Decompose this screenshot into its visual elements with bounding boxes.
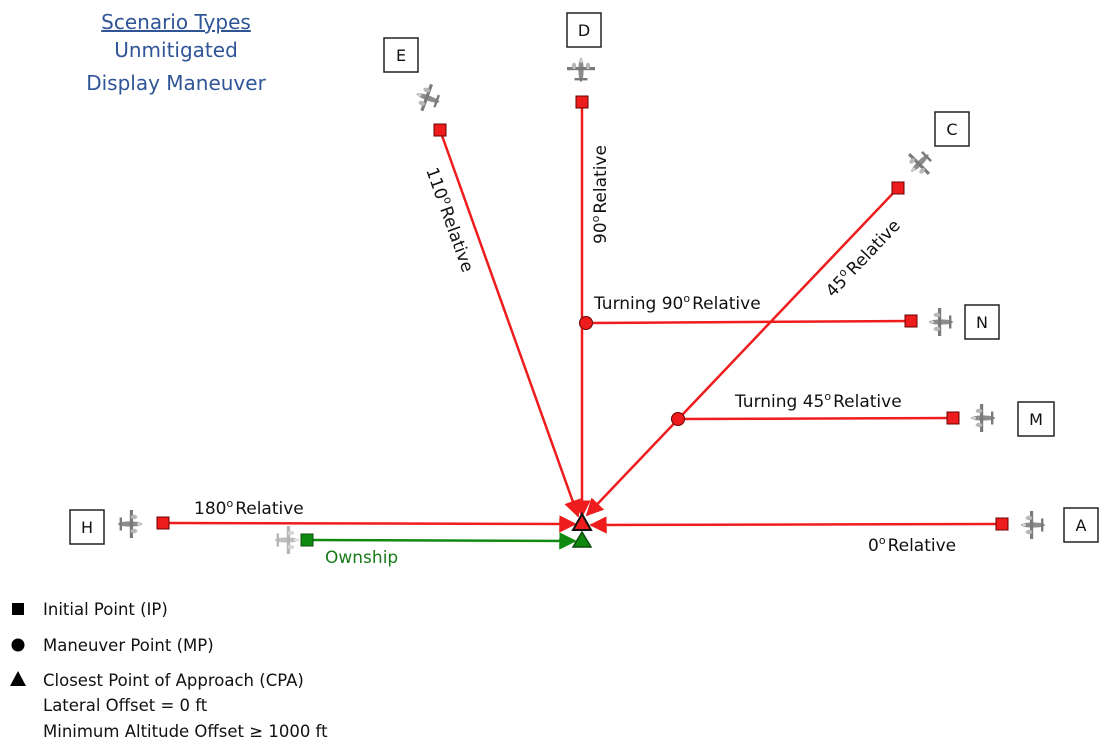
path-45-relative [585,187,899,517]
label-45-suffix: Relative [843,216,905,280]
label-turning-45-suffix: Relative [833,392,902,412]
scenario-box-e: E [383,37,419,73]
aircraft-m-icon [971,404,995,432]
label-90-relative: 90oRelative [589,145,611,244]
label-turning-45-degree: o [824,390,831,403]
initial-point-d [575,95,589,109]
scenario-id-a: A [1076,516,1087,535]
path-turning-90-leg [585,319,912,325]
label-180-degree: o [226,497,233,510]
label-0-suffix: Relative [888,536,957,556]
initial-point-e [433,123,447,137]
label-110-relative: 110oRelative [421,164,479,275]
label-turning-90-degree: o [683,292,690,305]
label-turning-90-suffix: Relative [692,294,761,314]
title-line-2: Unmitigated [114,38,238,62]
ownship-initial-point [300,533,314,547]
label-180-prefix: 180 [194,499,226,519]
aircraft-n-icon [929,308,953,336]
initial-point-c [891,181,905,195]
scenario-box-h: H [69,509,105,545]
scenario-id-n: N [976,313,988,332]
scenario-id-e: E [396,46,406,65]
aircraft-e-icon [411,80,445,116]
ownship-aircraft-icon [275,526,299,554]
label-90-suffix: Relative [591,145,611,214]
scenario-id-d: D [578,21,590,40]
scenario-id-h: H [81,518,93,537]
legend-lateral-offset: Lateral Offset = 0 ft [43,696,208,715]
label-90-degree: o [589,215,602,222]
cpa-ownship-triangle [571,530,593,548]
aircraft-c-icon [901,144,939,182]
path-0-relative [589,516,1003,534]
initial-point-h [156,516,170,530]
scenario-box-c: C [934,111,970,147]
ownship-label: Ownship [325,548,398,568]
label-turning-45-prefix: Turning 45 [734,392,824,412]
label-0-degree: o [879,534,886,547]
ownship-path [306,532,577,550]
scenario-id-m: M [1029,410,1043,429]
legend-altitude-offset: Minimum Altitude Offset ≥ 1000 ft [43,722,328,741]
initial-point-m [946,411,960,425]
label-45-relative: 45oRelative [821,215,905,302]
path-110-relative [438,129,581,518]
legend-maneuver-point: Maneuver Point (MP) [43,636,214,655]
scenario-box-n: N [964,304,1000,340]
scenario-id-c: C [946,120,957,139]
maneuver-point-m [671,412,685,426]
path-180-relative [162,515,577,533]
legend-square-icon [12,603,24,615]
label-0-prefix: 0 [868,536,879,556]
maneuver-point-n [579,316,593,330]
title-line-1: Scenario Types [101,10,251,34]
aircraft-h-icon [118,510,142,538]
cpa-intruder-triangle [571,511,593,531]
initial-point-a [995,517,1009,531]
path-turning-45-leg [677,416,954,421]
label-110-degree: o [441,195,456,206]
aircraft-a-icon [1021,511,1045,539]
legend-circle-icon [11,638,25,652]
legend-cpa: Closest Point of Approach (CPA) [43,671,304,690]
legend-triangle-icon [10,671,26,686]
label-90-prefix: 90 [591,222,611,244]
initial-point-n [904,314,918,328]
scenario-box-d: D [566,12,602,48]
scenario-box-m: M [1017,401,1055,437]
label-turning-90-prefix: Turning 90 [593,294,683,314]
scenario-box-a: A [1063,507,1099,543]
legend-initial-point: Initial Point (IP) [43,600,168,619]
title-line-3: Display Maneuver [86,71,266,95]
label-180-suffix: Relative [235,499,304,519]
aircraft-d-icon [567,58,595,82]
